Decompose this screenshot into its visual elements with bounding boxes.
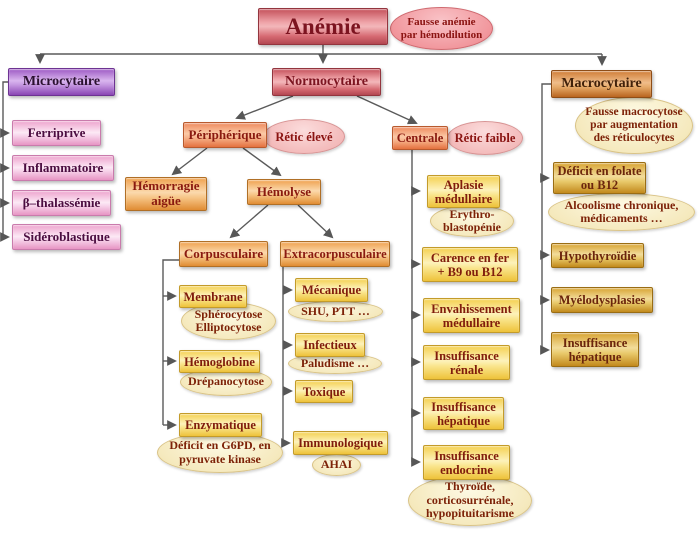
node-hypothyroidie: Hypothyroïdie <box>551 243 644 268</box>
node-macrocytaire: Macrocytaire <box>551 70 652 98</box>
node-insuffisance-hepatique-centrale: Insuffisance hépatique <box>423 397 504 430</box>
node-anemie: Anémie <box>258 8 388 45</box>
node-insuffisance-hepatique-macro: Insuffisance hépatique <box>551 332 639 367</box>
node-envahissement-medullaire: Envahissement médullaire <box>423 298 520 333</box>
node-hemorragie-aigue: Hémorragie aigüe <box>125 177 207 211</box>
note-retic-eleve: Rétic élevé <box>263 119 345 154</box>
note-erythroblastopenie: Erythro-blastopénie <box>430 205 514 237</box>
node-enzymatique: Enzymatique <box>179 413 262 437</box>
node-deficit-folate-b12: Déficit en folate ou B12 <box>553 162 646 194</box>
node-mecanique: Mécanique <box>295 278 368 302</box>
node-centrale: Centrale <box>392 126 448 150</box>
node-membrane: Membrane <box>179 285 247 308</box>
node-carence-fer-b9-b12: Carence en fer + B9 ou B12 <box>422 247 518 282</box>
node-toxique: Toxique <box>295 380 353 403</box>
node-infectieux: Infectieux <box>295 333 365 357</box>
node-inflammatoire: Inflammatoire <box>12 155 114 181</box>
node-insuffisance-renale: Insuffisance rénale <box>423 345 510 380</box>
node-myelodysplasies: Myélodysplasies <box>551 287 653 313</box>
note-ahai: AHAI <box>312 454 361 476</box>
node-extracorpusculaire: Extracorpusculaire <box>280 241 390 267</box>
note-fausse-macrocytose: Fausse macrocytose par augmentation des … <box>575 97 693 154</box>
node-microcytaire: Microcytaire <box>8 68 115 96</box>
node-hemolyse: Hémolyse <box>247 179 321 205</box>
note-shu-ptt: SHU, PTT … <box>288 301 383 322</box>
node-peripherique: Périphérique <box>183 122 267 148</box>
node-aplasie-medullaire: Aplasie médullaire <box>427 175 500 208</box>
node-hemoglobine: Hémoglobine <box>179 350 260 373</box>
node-immunologique: Immunologique <box>293 431 388 455</box>
node-normocytaire: Normocytaire <box>272 68 381 96</box>
note-retic-faible: Rétic faible <box>447 121 523 155</box>
node-ferriprive: Ferriprive <box>12 120 101 146</box>
node-corpusculaire: Corpusculaire <box>179 241 268 267</box>
note-thyroide-corticosurrenale: Thyroïde, corticosurrénale, hypopituitar… <box>408 475 532 526</box>
note-fausse-anemie: Fausse anémie par hémodilution <box>390 7 493 50</box>
node-sideroblastique: Sidéroblastique <box>12 224 121 250</box>
node-insuffisance-endocrine: Insuffisance endocrine <box>423 445 510 480</box>
note-deficit-g6pd: Déficit en G6PD, en pyruvate kinase <box>157 432 283 473</box>
note-spherocytose-elliptocytose: Sphérocytose Elliptocytose <box>181 302 276 340</box>
node-beta-thalassemie: β–thalassémie <box>12 190 111 216</box>
note-alcoolisme-medicaments: Alcoolisme chronique, médicaments … <box>548 193 695 231</box>
note-paludisme: Paludisme … <box>288 353 382 374</box>
